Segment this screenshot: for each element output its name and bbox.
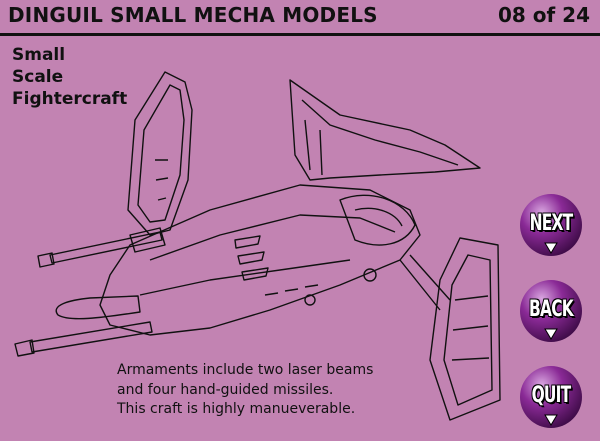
purple-orb-icon	[520, 194, 582, 256]
description-line: and four hand-guided missiles.	[117, 381, 334, 398]
next-button[interactable]: NEXT	[519, 193, 583, 257]
quit-label: QUIT	[531, 383, 572, 408]
description-line: Armaments include two laser beams	[117, 362, 374, 378]
category-line-1: Small	[12, 45, 66, 65]
category-line-3: Fightercraft	[12, 89, 128, 109]
model-description: Armaments include two laser beams and fo…	[117, 361, 373, 420]
page-counter: 08 of 24	[497, 3, 590, 27]
next-label: NEXT	[529, 211, 574, 236]
back-label: BACK	[529, 297, 574, 322]
header-divider	[0, 33, 600, 36]
fightercraft-illustration	[14, 71, 501, 421]
purple-orb-icon	[520, 280, 582, 342]
back-button[interactable]: BACK	[519, 279, 583, 343]
model-category: Small Scale Fightercraft	[12, 44, 127, 110]
page-title: DINGUIL SMALL MECHA MODELS	[8, 3, 378, 27]
quit-button[interactable]: QUIT	[519, 365, 583, 429]
category-line-2: Scale	[12, 67, 64, 87]
purple-orb-icon	[520, 366, 582, 428]
description-line: This craft is highly manueverable.	[117, 401, 356, 417]
